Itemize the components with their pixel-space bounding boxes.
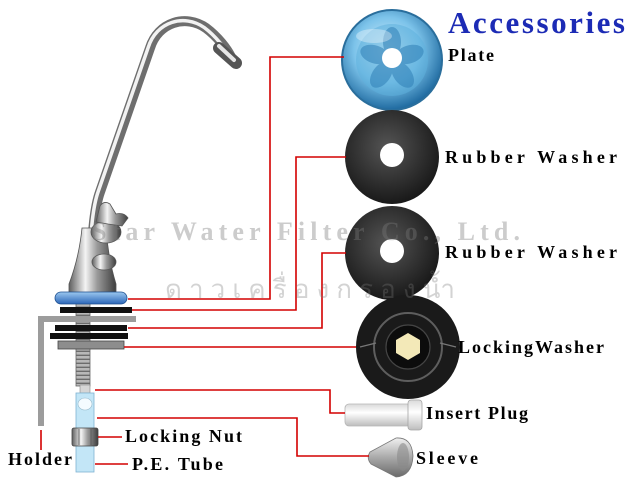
pe-tube-label: P.E. Tube — [132, 454, 223, 474]
faucet-base-plate — [54, 291, 128, 305]
locking-washer-image — [356, 295, 460, 399]
insert-plug-image — [344, 399, 423, 431]
rubber-washer-hole — [380, 143, 404, 167]
insert-plug-body — [344, 403, 412, 427]
rubber-washer-2-image — [345, 206, 439, 300]
faucet-nozzle-highlight — [217, 44, 236, 62]
holder-vertical-bar — [38, 316, 44, 426]
locking-washer-label: LockingWasher — [458, 337, 604, 357]
leader-lines — [40, 56, 369, 465]
sleeve-image — [367, 437, 414, 478]
rod-insert — [79, 384, 91, 394]
rubber-washer-2-leader-line — [128, 252, 346, 329]
locking-nut — [71, 427, 99, 447]
tube-insert-plug — [77, 397, 93, 411]
title: Accessories — [448, 5, 625, 40]
plate-image — [341, 9, 443, 111]
base-washer-2 — [55, 325, 127, 331]
insert-plug-collar — [407, 399, 423, 431]
plate-label: Plate — [448, 45, 494, 65]
base-washer-1 — [60, 307, 132, 313]
rubber-washer-hole — [380, 239, 404, 263]
faucet-spout-highlight — [88, 18, 231, 264]
plate-highlight — [356, 29, 392, 43]
plate-petal — [391, 61, 415, 88]
insert-plug-leader-line — [95, 389, 345, 414]
rubber-washer-1-leader-line — [132, 156, 346, 311]
locking-washer-ring — [373, 312, 443, 382]
locking-washer-hole — [396, 333, 420, 360]
faucet-handle-lever — [95, 202, 129, 227]
locking-washer-ridge — [359, 342, 377, 348]
locking-nut-label: Locking Nut — [125, 426, 242, 446]
rubber-washer-1-image — [345, 110, 439, 204]
insert-plug-label: Insert Plug — [426, 403, 528, 423]
base-lock-nut — [57, 340, 125, 350]
rubber-washer-1-label: Rubber Washer — [445, 147, 617, 167]
holder-top-bar — [38, 316, 136, 322]
holder-label: Holder — [8, 449, 72, 469]
sleeve-opening — [397, 443, 409, 471]
base-washer-3 — [50, 333, 128, 339]
sleeve-label: Sleeve — [416, 448, 478, 468]
faucet-handle-knob — [91, 253, 117, 271]
locking-washer-ridge — [439, 342, 457, 348]
faucet-illustration — [38, 16, 242, 473]
plate-petal — [369, 61, 393, 88]
plate-hole — [382, 48, 402, 68]
plate-leader-line — [128, 56, 344, 300]
sleeve-leader-line — [97, 417, 369, 457]
